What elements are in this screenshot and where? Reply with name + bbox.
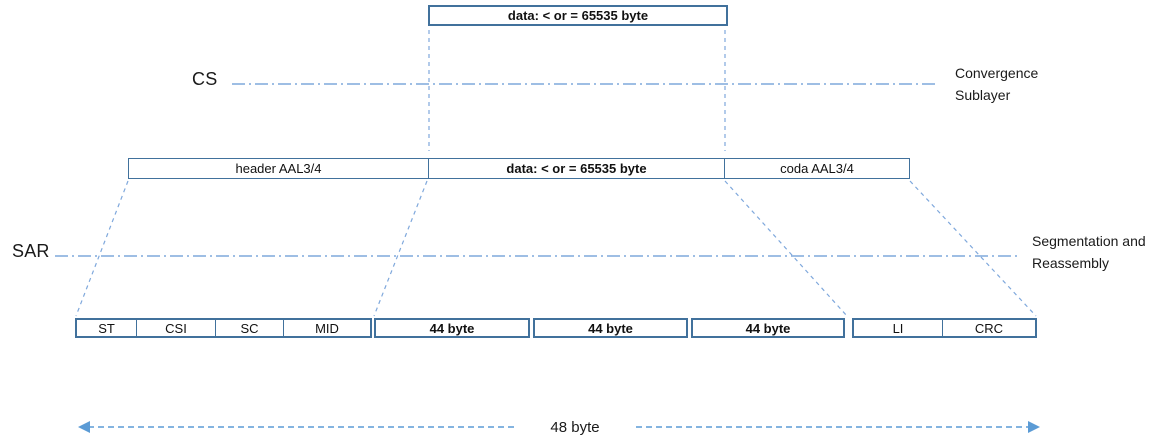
field-st: ST [98, 320, 115, 336]
middle-pdu-box: header AAL3/4 data: < or = 65535 byte co… [128, 158, 910, 179]
sar-header-fields-box: ST CSI SC MID [75, 318, 372, 338]
cs-data-box: data: < or = 65535 byte [428, 5, 728, 26]
payload-segment-box-1: 44 byte [374, 318, 530, 338]
payload-segment-box-3: 44 byte [691, 318, 845, 338]
diagonal-connector-4 [909, 180, 1037, 317]
diagonal-connector-3 [724, 180, 848, 317]
field-li: LI [892, 320, 904, 336]
field-mid: MID [283, 320, 370, 336]
field-sc: SC [215, 320, 283, 336]
cs-data-box-label: data: < or = 65535 byte [507, 8, 649, 23]
diagonal-connector-2 [373, 180, 428, 317]
payload-segment-box-2: 44 byte [533, 318, 688, 338]
measure-arrowhead-right-icon [1028, 421, 1040, 433]
sar-layer-label: SAR [12, 241, 50, 261]
field-crc: CRC [942, 320, 1035, 336]
field-csi: CSI [136, 320, 215, 336]
payload-segment-2-label: 44 byte [588, 320, 633, 336]
payload-segment-1-label: 44 byte [429, 320, 475, 336]
middle-data-cell: data: < or = 65535 byte [428, 159, 724, 178]
middle-header-cell: header AAL3/4 [235, 161, 322, 176]
sar-trailer-fields-box: LI CRC [852, 318, 1037, 338]
total-size-label: 48 byte [550, 419, 600, 436]
diagonal-connector-1 [75, 180, 129, 317]
cs-layer-name: Convergence Sublayer [955, 65, 1039, 103]
sar-layer-name: Segmentation and Reassembly [1032, 233, 1146, 271]
measure-arrowhead-left-icon [78, 421, 90, 433]
payload-segment-3-label: 44 byte [745, 320, 791, 336]
middle-trailer-cell: coda AAL3/4 [724, 159, 909, 178]
cs-layer-label: CS [192, 69, 218, 89]
